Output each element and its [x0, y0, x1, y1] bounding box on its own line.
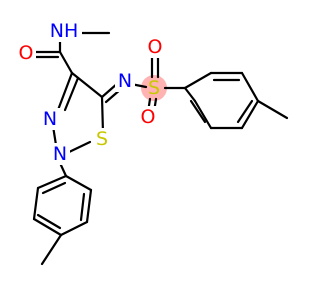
atom-oxygen-carbonyl: O	[19, 42, 34, 64]
bond-c4-n3-double	[63, 76, 80, 112]
atom-nitrogen-imine: N	[118, 70, 132, 92]
bond-ar1-4d	[236, 99, 254, 124]
bond-ar2-2	[85, 188, 93, 224]
bond-ar2-2d	[79, 192, 86, 222]
atom-nitrogen-ring-2: N	[53, 143, 67, 165]
bond-ar2-methyl	[40, 233, 63, 266]
bond-ar1-7	[183, 86, 197, 103]
bond-ar2-5	[32, 186, 40, 221]
bond-ar2-4d	[36, 213, 62, 230]
atom-nitrogen-ring-3: N	[43, 108, 57, 130]
bond-ar2-3	[59, 220, 89, 237]
bond-c4-n3	[56, 71, 74, 112]
bond-ar2-1	[64, 174, 93, 192]
bond-ar2-6	[36, 174, 68, 190]
bonds	[32, 31, 289, 266]
bond-ar1-methyl	[256, 99, 289, 120]
atom-sulfur-ring: S	[96, 128, 108, 150]
bond-ar2-6d	[41, 181, 67, 195]
bond-c4-c5	[70, 71, 104, 99]
bond-ar1-6	[193, 99, 213, 130]
atom-nitrogen-amide: NH	[50, 20, 79, 42]
atom-oxygen-sulfonyl-bottom: O	[141, 106, 156, 128]
bond-ar1-1	[183, 71, 213, 90]
sulfonyl-highlight	[141, 75, 167, 101]
bond-s1-c5	[100, 95, 105, 135]
atom-oxygen-sulfonyl-top: O	[148, 36, 163, 58]
bond-n2-aryl	[58, 161, 68, 178]
bond-ar1-6d	[189, 99, 207, 124]
atom-sulfur-sulfonyl: S	[148, 77, 160, 99]
bond-ar1-4	[240, 99, 260, 130]
atom-labels: O NH O N S O N N S	[16, 20, 166, 165]
bond-carbonyl-to-c4	[58, 50, 74, 75]
bond-ar2-4	[32, 217, 63, 237]
bond-ar1-3	[240, 71, 260, 103]
bond-n2-s1	[65, 140, 92, 155]
chemical-structure-diagram: O NH O N S O N N S	[16, 20, 289, 266]
